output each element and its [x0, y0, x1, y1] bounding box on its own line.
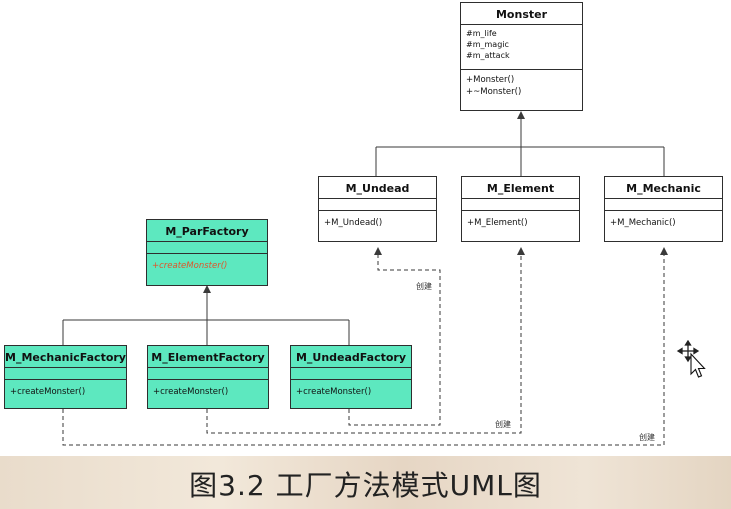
dependency-label-element: 创建: [495, 420, 511, 429]
class-m-elementfactory-operations: +createMonster(): [148, 380, 268, 402]
operation-create-monster: +createMonster(): [296, 387, 372, 397]
class-m-mechanic-name: M_Mechanic: [605, 177, 722, 199]
attribute-attack: #m_attack: [466, 51, 510, 60]
figure-caption: 图3.2 工厂方法模式UML图: [189, 469, 542, 502]
class-m-element-name: M_Element: [462, 177, 579, 199]
class-monster[interactable]: Monster #m_life #m_magic #m_attack +Mons…: [460, 2, 583, 111]
class-m-parfactory-attributes: [147, 242, 267, 254]
operation-m-mechanic: +M_Mechanic(): [610, 218, 676, 228]
operation-m-element: +M_Element(): [467, 218, 528, 228]
class-m-undead-operations: +M_Undead(): [319, 211, 436, 233]
class-m-elementfactory-attributes: [148, 368, 268, 380]
class-m-undead-attributes: [319, 199, 436, 211]
class-m-elementfactory-name: M_ElementFactory: [148, 346, 268, 368]
class-m-element[interactable]: M_Element +M_Element(): [461, 176, 580, 242]
class-m-undeadfactory-operations: +createMonster(): [291, 380, 411, 402]
class-m-parfactory-name: M_ParFactory: [147, 220, 267, 242]
inheritance-monster: [375, 111, 665, 176]
dependency-label-undead: 创建: [416, 282, 432, 291]
class-m-element-attributes: [462, 199, 579, 211]
operation-create-monster-abstract: +createMonster(): [152, 261, 228, 271]
class-m-elementfactory[interactable]: M_ElementFactory +createMonster(): [147, 345, 269, 409]
caption-background: [0, 456, 731, 509]
class-m-mechanic-attributes: [605, 199, 722, 211]
attribute-life: #m_life: [466, 29, 497, 38]
operation-m-undead: +M_Undead(): [324, 218, 383, 228]
operation-create-monster: +createMonster(): [10, 387, 86, 397]
operation-destructor: +~Monster(): [466, 87, 522, 97]
class-m-mechanicfactory-operations: +createMonster(): [5, 380, 126, 402]
class-monster-attributes: #m_life #m_magic #m_attack: [461, 25, 582, 70]
class-m-undeadfactory-name: M_UndeadFactory: [291, 346, 411, 368]
operation-constructor: +Monster(): [466, 75, 515, 85]
move-cursor-icon: [676, 340, 706, 378]
operation-create-monster: +createMonster(): [153, 387, 229, 397]
class-m-parfactory[interactable]: M_ParFactory +createMonster(): [146, 219, 268, 286]
class-m-mechanic-operations: +M_Mechanic(): [605, 211, 722, 233]
class-m-mechanicfactory-name: M_MechanicFactory: [5, 346, 126, 368]
class-monster-name: Monster: [461, 3, 582, 25]
class-m-element-operations: +M_Element(): [462, 211, 579, 233]
class-m-mechanic[interactable]: M_Mechanic +M_Mechanic(): [604, 176, 723, 242]
inheritance-factory: [62, 285, 350, 345]
class-m-undead[interactable]: M_Undead +M_Undead(): [318, 176, 437, 242]
class-m-undeadfactory-attributes: [291, 368, 411, 380]
class-m-undeadfactory[interactable]: M_UndeadFactory +createMonster(): [290, 345, 412, 409]
class-m-undead-name: M_Undead: [319, 177, 436, 199]
class-m-mechanicfactory[interactable]: M_MechanicFactory +createMonster(): [4, 345, 127, 409]
class-m-mechanicfactory-attributes: [5, 368, 126, 380]
dependency-label-mechanic: 创建: [639, 433, 655, 442]
attribute-magic: #m_magic: [466, 40, 509, 49]
class-m-parfactory-operations: +createMonster(): [147, 254, 267, 276]
dependency-lines: [62, 247, 668, 446]
class-monster-operations: +Monster() +~Monster(): [461, 70, 582, 102]
